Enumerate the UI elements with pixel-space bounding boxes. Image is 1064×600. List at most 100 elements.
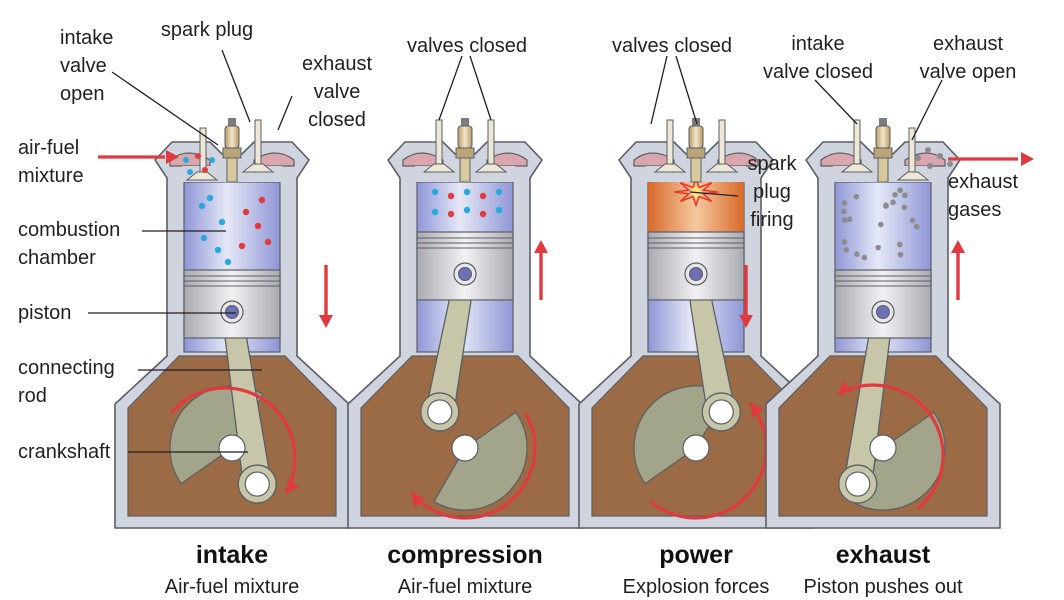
rotation-arrow-arc xyxy=(837,383,945,510)
exhaust-valve-head xyxy=(896,171,930,181)
fuel-particle xyxy=(447,192,455,200)
label-spark-plug-firing-line: spark xyxy=(748,153,798,175)
rotation-arrow xyxy=(410,412,537,520)
spark-plug-body xyxy=(690,157,702,183)
exhaust-valve-head xyxy=(474,163,508,173)
leader-intake-valve xyxy=(111,71,219,146)
label-intake-valve-open-line: intake xyxy=(60,27,113,49)
spark-plug-insulator xyxy=(457,125,473,149)
piston-arrow-head xyxy=(319,315,333,328)
exhaust-particle xyxy=(878,221,884,228)
piston-direction-arrow xyxy=(319,265,333,328)
exhaust-particle xyxy=(841,239,848,245)
exhaust-particle xyxy=(913,223,920,230)
stroke-title: intake xyxy=(196,541,268,569)
leader-spark-plug xyxy=(221,49,251,123)
crankshaft-journal xyxy=(451,434,479,462)
spark-plug-insulator xyxy=(875,125,891,149)
label-valves-closed-power: valves closed xyxy=(612,35,732,57)
wrist-pin-core xyxy=(225,305,239,319)
exhaust-particle xyxy=(897,187,903,194)
label-exhaust-gases-line: exhaust xyxy=(948,171,1018,193)
exhaust-particle xyxy=(901,204,908,211)
fuel-particle xyxy=(224,258,232,266)
leader-spark-plug-firing xyxy=(689,191,739,197)
label-piston-line: piston xyxy=(18,302,71,324)
spark-plug-insulator xyxy=(688,125,704,149)
leader-valves-closed-c xyxy=(650,55,668,125)
spark-plug-nut xyxy=(873,147,893,159)
label-connecting-rod-line: rod xyxy=(18,385,47,407)
label-exhaust-valve-closed-line: closed xyxy=(308,109,366,131)
incoming-fuel-particle xyxy=(195,153,201,159)
rotation-arrow-head xyxy=(411,492,426,508)
exhaust-particle xyxy=(890,199,896,206)
exhaust-valve-head xyxy=(241,163,275,173)
fuel-particle xyxy=(495,188,503,196)
exhaust-particle xyxy=(841,217,848,223)
piston-arrow-head xyxy=(951,240,965,253)
incoming-fuel-particle xyxy=(183,157,189,163)
wrist-pin-core xyxy=(689,267,703,281)
label-spark-plug-firing-line: firing xyxy=(750,209,793,231)
rotation-arrow xyxy=(649,401,768,520)
fuel-particle xyxy=(238,242,246,250)
stroke-caption: Air-fuel mixture xyxy=(398,576,532,598)
label-spark-plug-line: spark plug xyxy=(161,19,253,41)
exhaust-particle xyxy=(897,251,904,258)
wrist-pin-core xyxy=(458,267,472,281)
exhaust-particle xyxy=(902,192,908,199)
intake-valve-head xyxy=(840,163,874,173)
crank-pin xyxy=(708,399,734,425)
spark-plug-terminal xyxy=(692,118,700,128)
outgoing-exhaust-particle xyxy=(947,161,953,167)
label-piston: piston xyxy=(18,302,71,324)
spark-plug-terminal xyxy=(228,118,236,128)
exhaust-valve-stem xyxy=(718,119,726,171)
exhaust-particle xyxy=(892,191,898,198)
label-intake-valve-closed-line: valve closed xyxy=(763,61,873,83)
label-air-fuel-mixture-line: air-fuel xyxy=(18,137,79,159)
exhaust-particle xyxy=(853,193,860,200)
stroke-caption: Explosion forces xyxy=(623,576,770,598)
label-crankshaft-line: crankshaft xyxy=(18,441,111,463)
outgoing-exhaust-particle xyxy=(925,147,931,153)
exhaust-particle xyxy=(909,217,916,224)
spark-plug-nut xyxy=(455,147,475,159)
intake-valve-head xyxy=(653,163,687,173)
label-air-fuel-mixture-line: mixture xyxy=(18,165,84,187)
label-intake-valve-open-line: valve xyxy=(60,55,107,77)
rotation-arrow-arc xyxy=(649,401,768,520)
fuel-particle xyxy=(495,206,503,214)
piston-direction-arrow xyxy=(739,265,753,328)
fuel-particle xyxy=(463,188,471,196)
spark-plug-terminal xyxy=(879,118,887,128)
label-exhaust-valve-closed-line: exhaust xyxy=(302,53,372,75)
label-valves-closed-power-line: valves closed xyxy=(612,35,732,57)
spark-plug-body xyxy=(459,157,471,183)
exhaust-particle xyxy=(883,202,889,209)
fuel-particle xyxy=(218,218,226,226)
exhaust-valve-stem xyxy=(487,119,495,171)
label-exhaust-valve-open-line: exhaust xyxy=(933,33,1003,55)
exhaust-particle xyxy=(875,244,882,251)
fuel-particle xyxy=(198,202,206,210)
label-air-fuel-mixture: air-fuel mixture xyxy=(18,137,84,187)
label-combustion-chamber-line: chamber xyxy=(18,247,96,269)
spark-plug-nut xyxy=(222,147,242,159)
fuel-particle xyxy=(264,238,272,246)
outgoing-exhaust-particle xyxy=(915,155,921,161)
exhaust-particle xyxy=(841,200,848,206)
spark-plug-body xyxy=(877,157,889,183)
crankshaft-journal xyxy=(218,434,246,462)
